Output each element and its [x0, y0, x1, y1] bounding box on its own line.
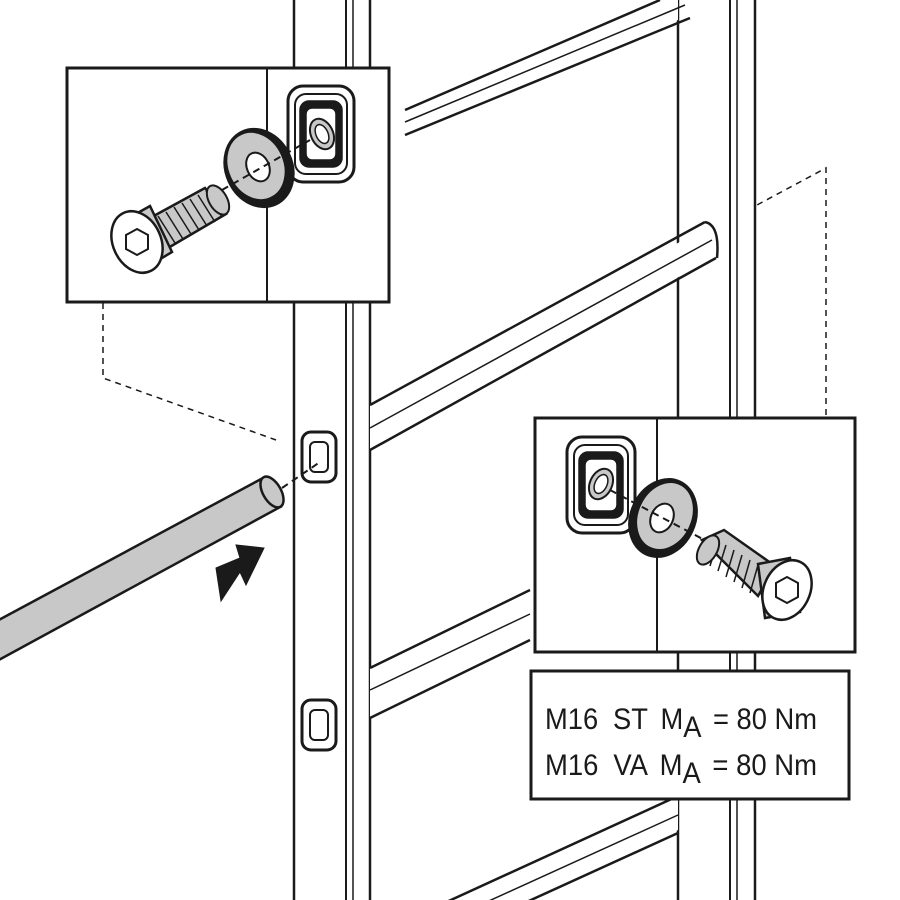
- square-insert-nut-icon: [565, 435, 637, 535]
- spec-line-2: M16 VA MA = 80 Nm: [545, 749, 817, 790]
- insertion-rod: [0, 461, 321, 661]
- leader-lines: [102, 166, 827, 441]
- rung-upper: [369, 220, 719, 452]
- washer-icon: [223, 127, 295, 209]
- socket-lower: [300, 698, 338, 752]
- square-insert-nut-icon: [286, 84, 356, 184]
- spec-line-2-material: VA: [613, 749, 648, 782]
- spec-line-1-symbol: M: [660, 703, 683, 736]
- spec-line-1-size: M16: [545, 703, 598, 736]
- countersunk-hex-screw-icon: [110, 184, 231, 274]
- spec-line-1-subscript: A: [683, 711, 701, 744]
- spec-line-1-value: = 80 Nm: [713, 703, 817, 736]
- spec-line-2-subscript: A: [682, 757, 700, 790]
- spec-line-1: M16 ST MA = 80 Nm: [545, 703, 817, 744]
- spec-line-2-size: M16: [545, 749, 598, 782]
- rung-bottom: [440, 794, 679, 900]
- washer-icon: [628, 478, 698, 558]
- spec-line-1-material: ST: [613, 703, 648, 736]
- rung-middle: [369, 588, 531, 720]
- socket-upper: [300, 430, 338, 484]
- countersunk-hex-screw-icon: [695, 528, 813, 621]
- rung-top: [404, 0, 691, 137]
- torque-spec-box: M16 ST MA = 80 Nm M16 VA MA = 80 Nm: [529, 669, 851, 801]
- push-arrow-icon: [215, 544, 265, 603]
- spec-line-2-symbol: M: [660, 749, 683, 782]
- spec-line-2-value: = 80 Nm: [712, 749, 817, 782]
- detail-box-right: [533, 416, 857, 654]
- detail-box-top: [65, 66, 391, 304]
